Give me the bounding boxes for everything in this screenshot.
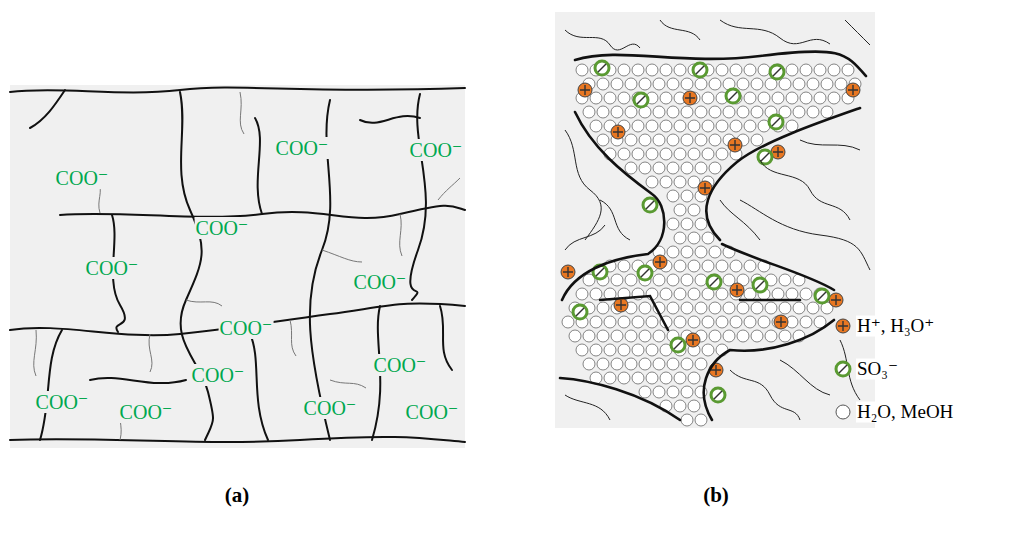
legend-text: H₂O, MeOH [856, 402, 954, 423]
carboxylate-label: COO⁻ [405, 401, 460, 423]
panel-caption: (b) [702, 484, 730, 507]
panel-caption: (a) [224, 484, 251, 507]
legend-text: SO₃⁻ [856, 359, 899, 380]
carboxylate-label: COO⁻ [373, 354, 428, 376]
polymer-network [10, 88, 465, 442]
panel-ground [555, 12, 875, 428]
solvent-and-ions [561, 61, 861, 426]
legend-text: H⁺, H₃O⁺ [856, 316, 935, 337]
polymer-chains [565, 20, 870, 420]
panel-ground [10, 85, 465, 448]
carboxylate-label: COO⁻ [191, 364, 246, 386]
carboxylate-label: COO⁻ [219, 317, 274, 339]
carboxylate-label: COO⁻ [275, 137, 330, 159]
legend-samples [836, 319, 850, 419]
carboxylate-label: COO⁻ [353, 271, 408, 293]
channel-walls [560, 51, 866, 420]
ionic-channel [564, 57, 862, 426]
carboxylate-label: COO⁻ [119, 401, 174, 423]
carboxylate-label: COO⁻ [195, 217, 250, 239]
carboxylate-label: COO⁻ [85, 257, 140, 279]
carboxylate-label: COO⁻ [409, 139, 464, 161]
carboxylate-label: COO⁻ [35, 391, 90, 413]
carboxylate-label: COO⁻ [55, 167, 110, 189]
side-branches [34, 92, 460, 440]
carboxylate-label: COO⁻ [303, 397, 358, 419]
